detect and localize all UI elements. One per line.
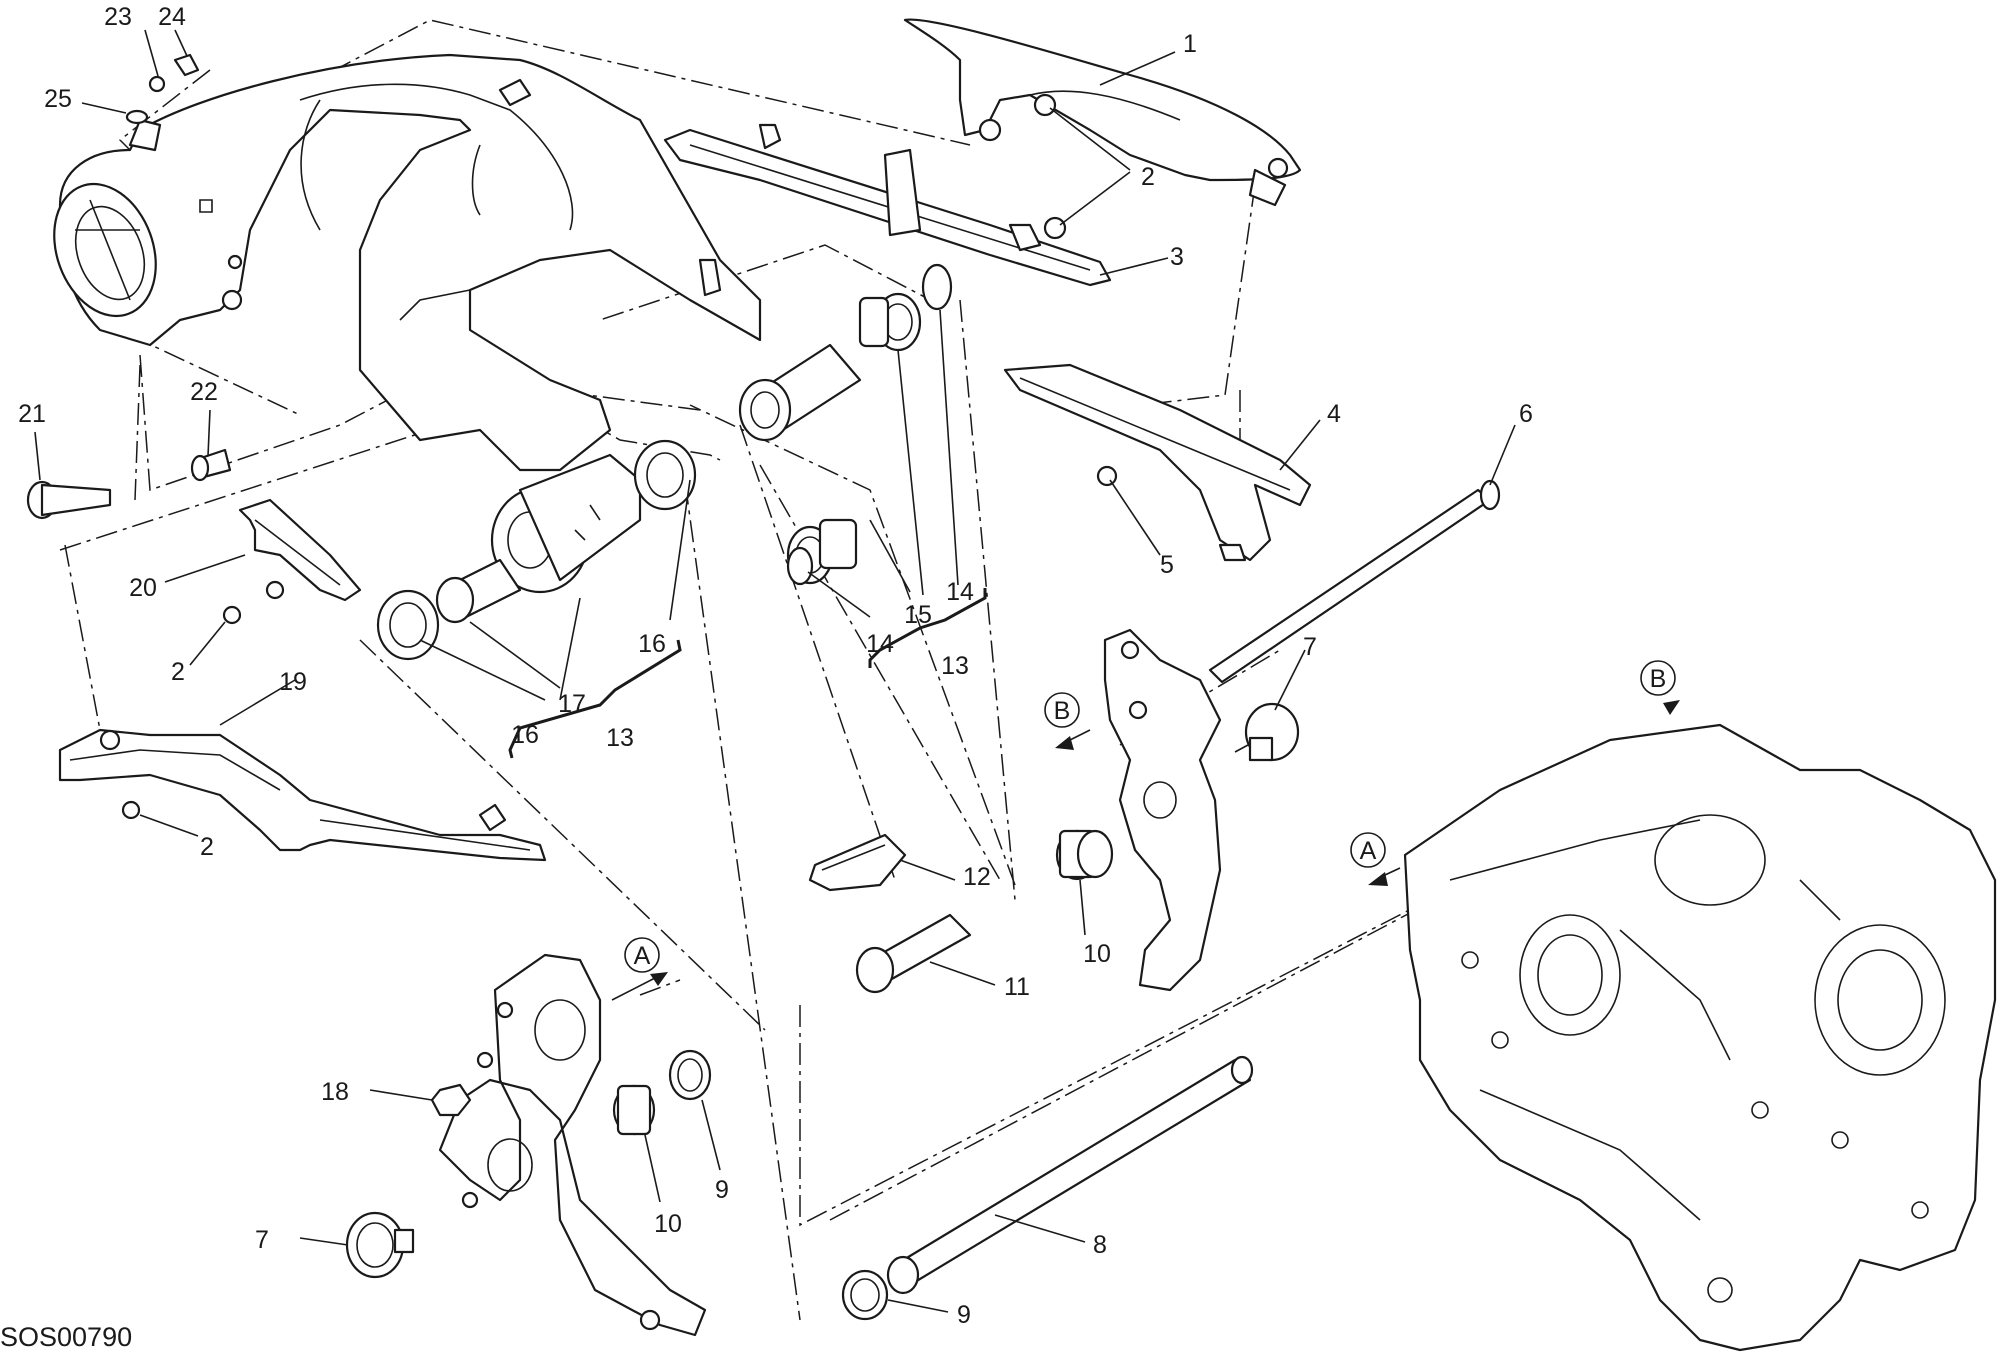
- callout-14: 14: [946, 578, 974, 606]
- chain-slider: [663, 123, 1112, 297]
- callout-22: 22: [190, 378, 218, 406]
- arrow-left-icon: [1055, 736, 1074, 750]
- callout-3: 3: [1170, 243, 1184, 271]
- callout-7: 7: [1303, 633, 1317, 661]
- callout-10: 10: [654, 1210, 682, 1238]
- chain-guard-upper: [903, 18, 1302, 207]
- callout-2: 2: [171, 658, 185, 686]
- callout-16: 16: [638, 630, 666, 658]
- callout-8: 8: [1093, 1231, 1107, 1259]
- callout-4: 4: [1327, 400, 1341, 428]
- shaft: [886, 1055, 1254, 1295]
- small-parts: [125, 53, 200, 125]
- callout-20: 20: [129, 574, 157, 602]
- chain-guard-lower: [1003, 363, 1312, 562]
- bearing-assembly-lower: [376, 439, 697, 661]
- callout-11: 11: [1004, 973, 1030, 1001]
- callout-25: 25: [44, 85, 72, 113]
- arrow-left-icon: [1368, 872, 1388, 886]
- callout-10: 10: [1083, 940, 1111, 968]
- drawing-code: SOS00790: [0, 1322, 132, 1352]
- ref-a-left: A: [634, 942, 651, 970]
- callout-12: 12: [963, 863, 991, 891]
- callout-2: 2: [1141, 163, 1155, 191]
- bumper-pad: [808, 833, 907, 892]
- spacer-lower: [612, 1084, 656, 1136]
- callout-21: 21: [18, 400, 46, 428]
- ref-a-right: A: [1360, 837, 1377, 865]
- callout-24: 24: [158, 3, 186, 31]
- arrow-right-icon: [650, 972, 668, 986]
- callout-5: 5: [1160, 551, 1174, 579]
- callout-9: 9: [715, 1176, 729, 1204]
- mount-plate-right: [1103, 628, 1222, 992]
- callout-17: 17: [558, 690, 586, 718]
- callout-13: 13: [941, 652, 969, 680]
- callout-19: 19: [279, 668, 307, 696]
- eccentric-upper: [1234, 702, 1300, 762]
- rod-bolt: [1208, 479, 1501, 684]
- callout-6: 6: [1519, 400, 1533, 428]
- ref-b-right: B: [1650, 665, 1667, 693]
- callout-9: 9: [957, 1301, 971, 1329]
- spacer-upper: [1055, 829, 1114, 881]
- reference-markers: A B A B: [611, 660, 1680, 1001]
- callout-14: 14: [866, 630, 894, 658]
- callout-1: 1: [1183, 30, 1197, 58]
- seal-ring: [668, 1049, 889, 1321]
- bolt-21: [26, 480, 112, 520]
- tube-spacer: [855, 913, 972, 994]
- callout-15: 15: [904, 601, 932, 629]
- engine-crankcase: [1403, 723, 1997, 1352]
- swingarm: [53, 53, 762, 594]
- group-brackets: [508, 588, 987, 759]
- chain-guide-arm: [58, 728, 547, 862]
- ref-b-left: B: [1054, 697, 1071, 725]
- callout-23: 23: [104, 3, 132, 31]
- callout-13: 13: [606, 724, 634, 752]
- callout-16: 16: [511, 721, 539, 749]
- callout-7: 7: [255, 1226, 269, 1254]
- callout-18: 18: [321, 1078, 349, 1106]
- screws-2: [121, 93, 1118, 820]
- bearing-assembly-upper: [738, 263, 953, 586]
- arrow-right-icon: [1663, 700, 1680, 715]
- callout-2: 2: [200, 833, 214, 861]
- bolt-22: [190, 448, 232, 482]
- callout-labels: 1 2 3 4 5 6 7 10 12 11 8 9 9 10 18 7 2 1…: [18, 3, 1533, 1329]
- eccentric-lower: [345, 1211, 415, 1279]
- leader-lines: [34, 29, 1516, 1313]
- bracket-clip: [238, 498, 362, 602]
- mount-plate-left: [438, 953, 707, 1337]
